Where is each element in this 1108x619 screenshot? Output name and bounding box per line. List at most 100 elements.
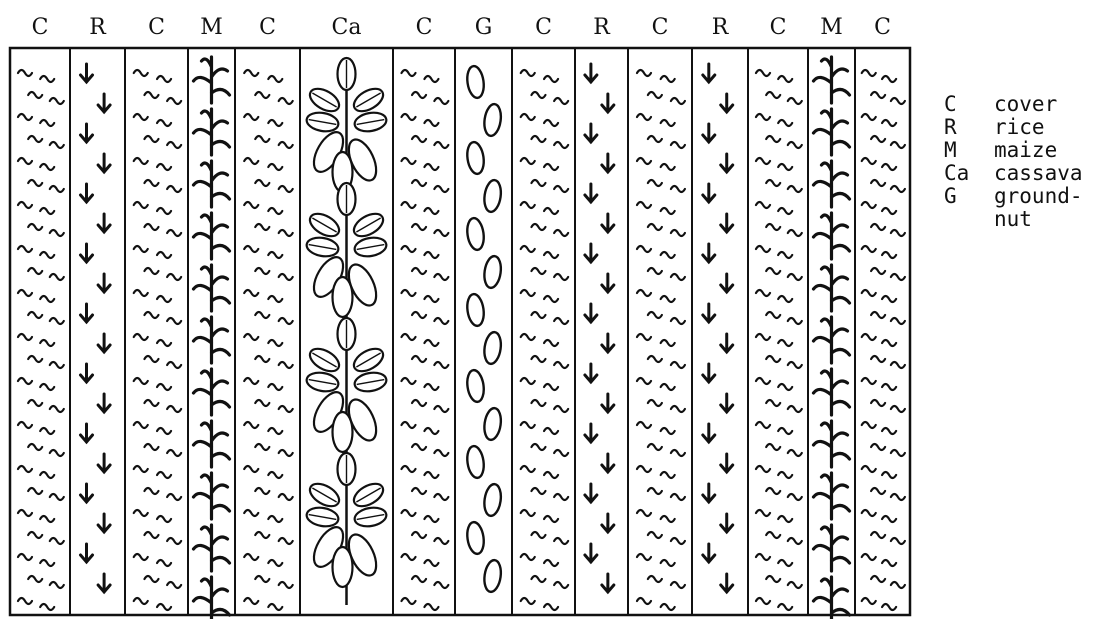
maize-plant xyxy=(814,421,850,467)
cover-crop-mark xyxy=(671,582,685,588)
cover-crop-mark xyxy=(244,114,258,120)
cover-crop-mark xyxy=(661,164,675,170)
cover-crop-mark xyxy=(50,406,64,412)
cover-crop-mark xyxy=(244,422,258,428)
cover-crop-mark xyxy=(144,224,158,230)
cover-crop-mark xyxy=(424,296,438,302)
cover-crop-mark xyxy=(40,252,54,258)
cover-crop-mark xyxy=(766,576,780,582)
cover-crop-mark xyxy=(788,538,802,544)
cover-crop-mark xyxy=(244,466,258,472)
cover-crop-mark xyxy=(544,164,558,170)
cover-crop-mark xyxy=(862,70,876,76)
rice-plant xyxy=(81,64,93,82)
rice-plant xyxy=(98,274,110,292)
cover-crop-mark xyxy=(18,466,32,472)
legend-name: ground- nut xyxy=(994,185,1104,231)
cover-crop-mark xyxy=(434,230,448,236)
column-header: R xyxy=(89,15,107,40)
cover-crop-mark xyxy=(882,560,896,566)
maize-plant xyxy=(814,317,850,363)
maize-plant xyxy=(194,213,230,259)
cover-crop-mark xyxy=(778,296,792,302)
cover-crop-mark xyxy=(50,362,64,368)
cover-crop-mark xyxy=(434,142,448,148)
cover-crop-mark xyxy=(882,428,896,434)
cover-crop-mark xyxy=(871,312,885,318)
cover-crop-mark xyxy=(671,98,685,104)
groundnut-pod xyxy=(482,407,502,441)
cover-crop-mark xyxy=(871,92,885,98)
cover-crop-mark xyxy=(882,296,896,302)
cover-crop-mark xyxy=(661,252,675,258)
maize-plant xyxy=(194,317,230,363)
cover-crop-mark xyxy=(554,98,568,104)
cover-crop-mark xyxy=(167,142,181,148)
cover-crop-mark xyxy=(18,158,32,164)
cover-crop-mark xyxy=(882,120,896,126)
cover-crop-mark xyxy=(412,488,426,494)
cover-crop-mark xyxy=(891,274,905,280)
cover-crop-mark xyxy=(268,164,282,170)
cover-crop-mark xyxy=(891,186,905,192)
cover-crop-mark xyxy=(871,224,885,230)
column-header: C xyxy=(148,15,165,40)
cover-crop-mark xyxy=(157,208,171,214)
cover-crop-mark xyxy=(648,444,662,450)
cover-crop-mark xyxy=(157,384,171,390)
cover-crop-mark xyxy=(40,120,54,126)
cover-crop-mark xyxy=(778,604,792,610)
cover-crop-mark xyxy=(424,516,438,522)
cover-crop-mark xyxy=(862,158,876,164)
rice-plant xyxy=(585,124,597,142)
cover-crop-mark xyxy=(788,186,802,192)
cover-crop-mark xyxy=(766,136,780,142)
legend-item: Mmaize xyxy=(944,139,1104,162)
cover-crop-mark xyxy=(134,422,148,428)
cover-crop-mark xyxy=(244,378,258,384)
cover-crop-mark xyxy=(412,532,426,538)
rice-plant xyxy=(98,574,110,592)
cover-crop-mark xyxy=(434,494,448,500)
cover-crop-mark xyxy=(424,252,438,258)
cover-crop-mark xyxy=(157,76,171,82)
cover-crop-mark xyxy=(871,136,885,142)
rice-plant xyxy=(602,454,614,472)
cover-crop-mark xyxy=(255,312,269,318)
rice-plant xyxy=(721,94,733,112)
strip-maize xyxy=(194,57,230,619)
cover-crop-mark xyxy=(871,356,885,362)
rice-plant xyxy=(721,394,733,412)
cover-crop-mark xyxy=(279,186,293,192)
cover-crop-mark xyxy=(50,538,64,544)
rice-plant xyxy=(98,394,110,412)
cover-crop-mark xyxy=(167,362,181,368)
cover-crop-mark xyxy=(862,246,876,252)
cover-crop-mark xyxy=(268,120,282,126)
rice-plant xyxy=(585,304,597,322)
legend-code: Ca xyxy=(944,162,994,185)
cover-crop-mark xyxy=(50,186,64,192)
cover-crop-mark xyxy=(255,532,269,538)
cover-crop-mark xyxy=(554,318,568,324)
groundnut-pod xyxy=(482,179,502,213)
cover-crop-mark xyxy=(637,378,651,384)
cover-crop-mark xyxy=(50,98,64,104)
cover-crop-mark xyxy=(134,554,148,560)
cover-crop-mark xyxy=(891,494,905,500)
cover-crop-mark xyxy=(882,164,896,170)
cover-crop-mark xyxy=(144,136,158,142)
groundnut-pod xyxy=(465,65,485,99)
cover-crop-mark xyxy=(648,312,662,318)
cover-crop-mark xyxy=(268,208,282,214)
cover-crop-mark xyxy=(891,318,905,324)
cover-crop-mark xyxy=(279,538,293,544)
cover-crop-mark xyxy=(134,466,148,472)
cover-crop-mark xyxy=(756,554,770,560)
cover-crop-mark xyxy=(167,318,181,324)
cover-crop-mark xyxy=(637,202,651,208)
cover-crop-mark xyxy=(434,98,448,104)
cover-crop-mark xyxy=(134,114,148,120)
cover-crop-mark xyxy=(268,296,282,302)
